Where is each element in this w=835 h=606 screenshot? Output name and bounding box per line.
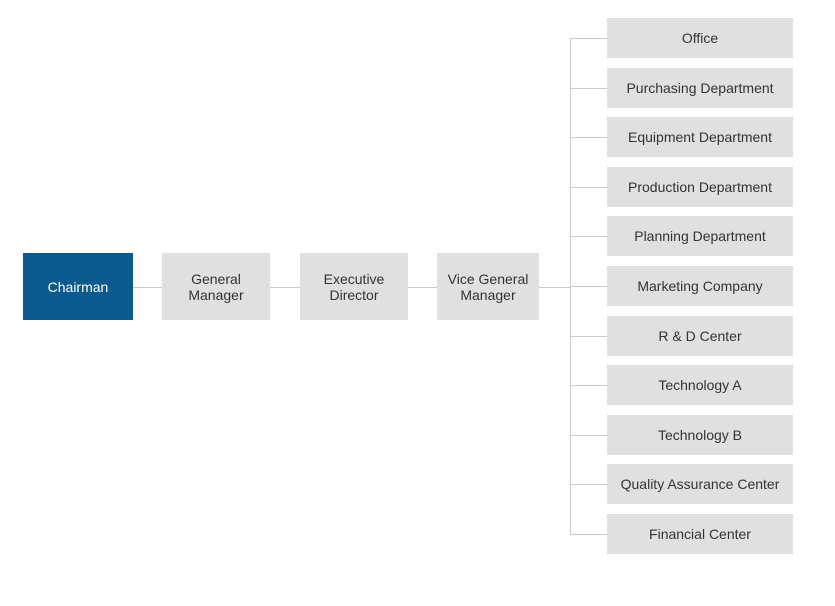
branch-quality-assurance-center (570, 484, 607, 485)
branch-marketing-company (570, 286, 607, 287)
node-quality-assurance-center-label: Quality Assurance Center (620, 476, 780, 492)
node-financial-center[interactable]: Financial Center (607, 514, 793, 554)
node-purchasing-department[interactable]: Purchasing Department (607, 68, 793, 108)
branch-planning-department (570, 236, 607, 237)
branch-rd-center (570, 336, 607, 337)
node-executive-director[interactable]: Executive Director (300, 253, 408, 320)
branch-purchasing-department (570, 88, 607, 89)
node-rd-center-label: R & D Center (658, 328, 742, 344)
node-general-manager-label: General Manager (188, 270, 244, 303)
node-technology-b-label: Technology B (657, 427, 743, 443)
branch-equipment-department (570, 137, 607, 138)
node-marketing-company-label: Marketing Company (637, 278, 763, 294)
node-production-department-label: Production Department (628, 179, 772, 195)
node-planning-department-label: Planning Department (634, 228, 766, 244)
branch-technology-b (570, 435, 607, 436)
branch-production-department (570, 187, 607, 188)
node-general-manager[interactable]: General Manager (162, 253, 270, 320)
connector-executive-director (408, 287, 437, 288)
node-executive-director-label: Executive Director (323, 270, 385, 303)
node-quality-assurance-center[interactable]: Quality Assurance Center (607, 464, 793, 504)
node-vice-general-manager[interactable]: Vice General Manager (437, 253, 539, 320)
node-technology-b[interactable]: Technology B (607, 415, 793, 455)
node-technology-a[interactable]: Technology A (607, 365, 793, 405)
branch-financial-center (570, 534, 607, 535)
branch-office (570, 38, 607, 39)
node-financial-center-label: Financial Center (649, 526, 751, 542)
connector-vice-general-manager (539, 287, 570, 288)
node-purchasing-department-label: Purchasing Department (626, 80, 774, 96)
node-chairman-label: Chairman (47, 278, 109, 295)
branch-technology-a (570, 385, 607, 386)
node-office-label: Office (681, 30, 719, 46)
node-planning-department[interactable]: Planning Department (607, 216, 793, 256)
node-equipment-department-label: Equipment Department (628, 129, 772, 145)
node-office[interactable]: Office (607, 18, 793, 58)
node-marketing-company[interactable]: Marketing Company (607, 266, 793, 306)
node-equipment-department[interactable]: Equipment Department (607, 117, 793, 157)
connector-chairman (133, 287, 162, 288)
node-technology-a-label: Technology A (658, 377, 742, 393)
node-production-department[interactable]: Production Department (607, 167, 793, 207)
node-vice-general-manager-label: Vice General Manager (447, 270, 529, 303)
node-rd-center[interactable]: R & D Center (607, 316, 793, 356)
node-chairman[interactable]: Chairman (23, 253, 133, 320)
connector-general-manager (270, 287, 300, 288)
